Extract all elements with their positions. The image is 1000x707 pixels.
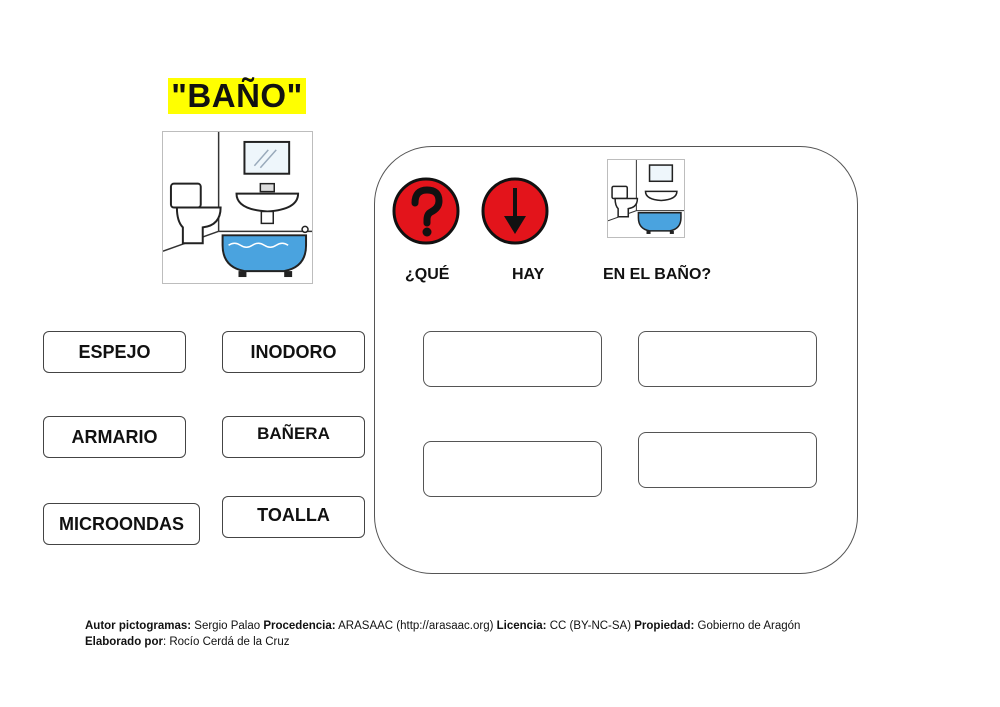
credits: Autor pictogramas: Sergio Palao Proceden… (85, 618, 885, 650)
arrow-down-icon (480, 176, 550, 246)
credit-value: Gobierno de Aragón (694, 620, 801, 632)
answer-slot-1[interactable] (423, 331, 602, 387)
credit-label: Propiedad: (634, 620, 695, 632)
phrase-en-el-bano: EN EL BAÑO? (603, 266, 712, 283)
credit-label: Licencia: (496, 620, 547, 632)
question-mark-icon (391, 176, 461, 246)
phrase-que: ¿QUÉ (405, 266, 450, 283)
bathroom-pictogram (162, 131, 313, 284)
word-card-inodoro[interactable]: INODORO (222, 331, 365, 373)
page-title: "BAÑO" (168, 78, 306, 114)
bathroom-small-pictogram (607, 159, 685, 238)
bathroom-image (163, 132, 312, 278)
credit-value: Sergio Palao (191, 620, 264, 632)
credits-line-2: Elaborado por: Rocío Cerdá de la Cruz (85, 634, 885, 650)
credits-line-1: Autor pictogramas: Sergio Palao Proceden… (85, 618, 885, 634)
word-card-microondas[interactable]: MICROONDAS (43, 503, 200, 545)
credit-label: Procedencia: (263, 620, 336, 632)
credit-value: : Rocío Cerdá de la Cruz (162, 636, 290, 648)
credit-label: Elaborado por (85, 636, 163, 648)
answer-panel (374, 146, 858, 574)
answer-slot-3[interactable] (423, 441, 602, 497)
word-card-armario[interactable]: ARMARIO (43, 416, 186, 458)
word-card-banera[interactable]: BAÑERA (222, 416, 365, 458)
phrase-hay: HAY (512, 266, 545, 283)
word-card-espejo[interactable]: ESPEJO (43, 331, 186, 373)
credit-value: ARASAAC (http://arasaac.org) (335, 620, 497, 632)
credit-label: Autor pictogramas: (85, 620, 192, 632)
answer-slot-2[interactable] (638, 331, 817, 387)
word-card-toalla[interactable]: TOALLA (222, 496, 365, 538)
credit-value: CC (BY-NC-SA) (546, 620, 635, 632)
answer-slot-4[interactable] (638, 432, 817, 488)
